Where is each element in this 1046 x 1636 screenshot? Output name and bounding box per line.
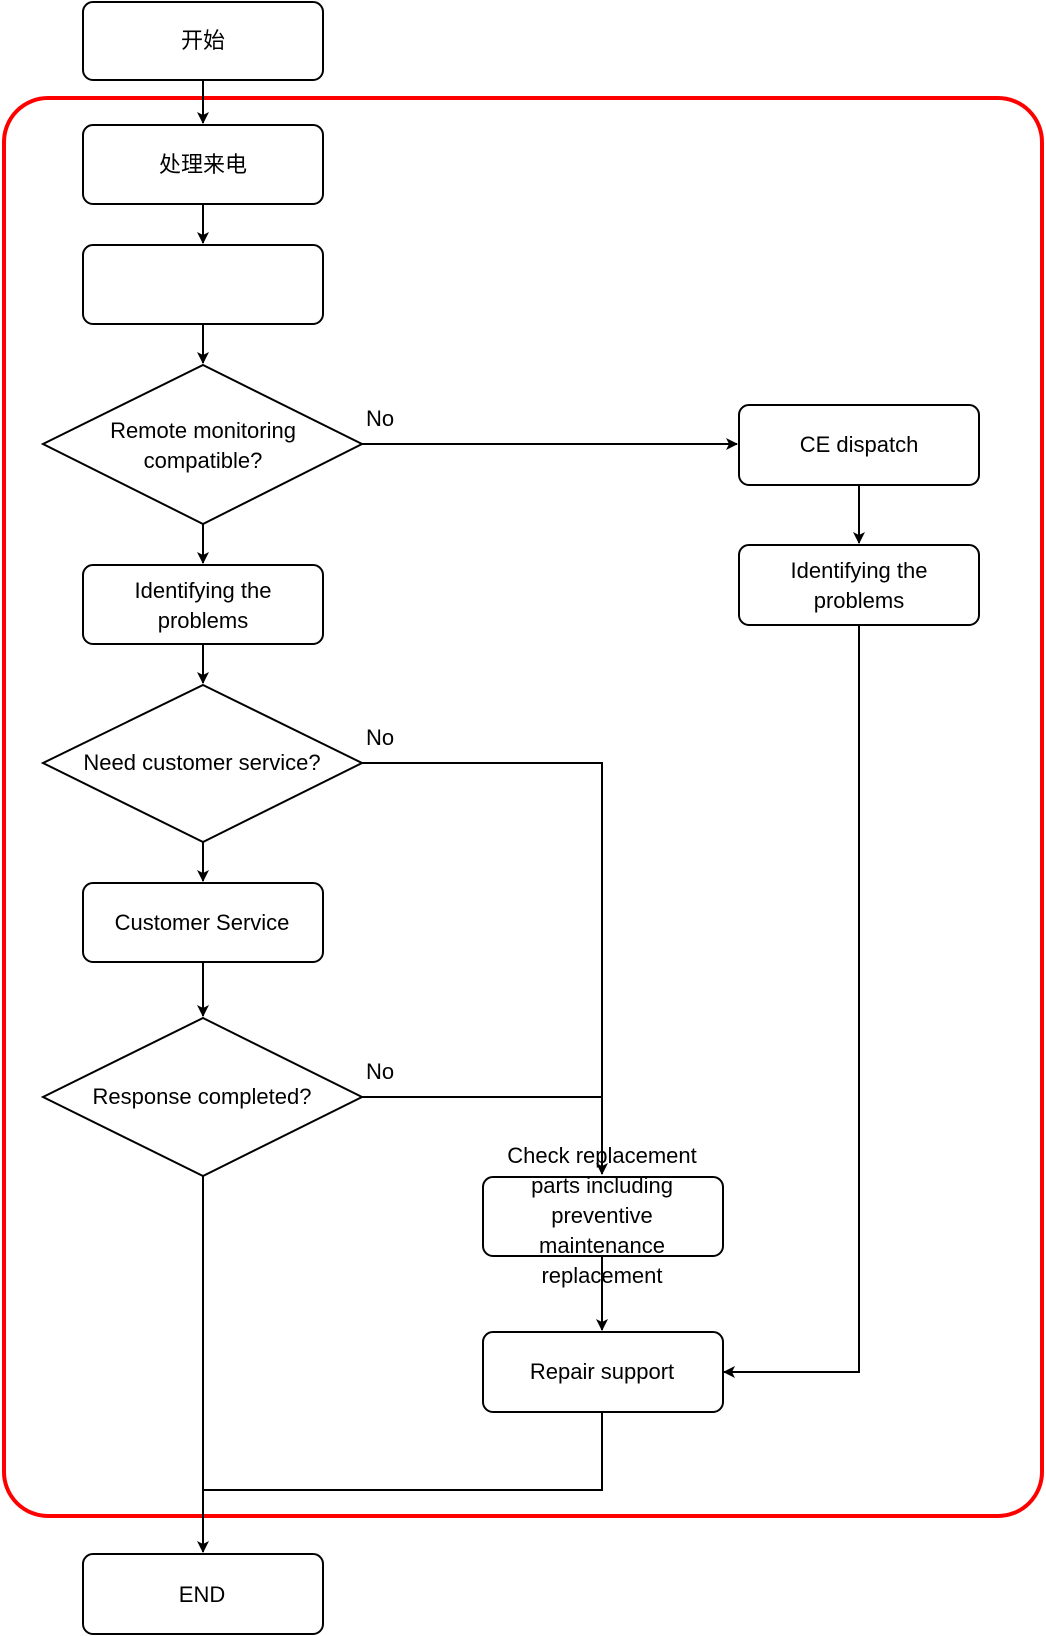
node-check-replacement-line-3: preventive [551,1203,653,1228]
node-identify-left-line-2: problems [158,608,248,633]
node-check-replacement: Check replacement parts including preven… [482,1143,724,1288]
node-end: END [82,1553,324,1635]
node-customer-service: Customer Service [82,882,324,963]
node-blank [82,244,324,325]
node-repair-support: Repair support [482,1331,724,1413]
connectors [197,80,865,1553]
edge-label-no-service: No [366,725,394,750]
node-check-replacement-line-1: Check replacement [507,1143,697,1168]
edge-label-no-remote: No [366,406,394,431]
process-group-border [2,96,1044,1518]
decision-remote-monitoring: Remote monitoring compatible? [40,363,365,526]
node-check-replacement-line-2: parts including [531,1173,673,1198]
decision-remote-monitoring-line-1: Remote monitoring [110,418,296,443]
node-start-label: 开始 [181,28,225,53]
edge-identify-right-to-repair [723,625,860,1378]
node-handle-call-label: 处理来电 [159,152,247,177]
edge-label-no-response: No [366,1059,394,1084]
node-identify-left-line-1: Identifying the [135,578,272,603]
edge-need-no-to-check [362,762,608,1175]
node-customer-service-label: Customer Service [115,910,290,935]
decision-response-completed: Response completed? [40,1016,365,1178]
decision-need-service-label: Need customer service? [83,750,320,775]
node-identify-right-line-2: problems [814,588,904,613]
decision-response-completed-label: Response completed? [93,1084,312,1109]
node-identify-right-line-1: Identifying the [791,558,928,583]
decision-need-service: Need customer service? [40,683,365,844]
decision-remote-monitoring-line-2: compatible? [144,448,263,473]
node-check-replacement-line-5: replacement [541,1263,662,1288]
node-ce-dispatch-label: CE dispatch [800,432,919,457]
node-identify-left: Identifying the problems [82,564,324,645]
node-repair-support-label: Repair support [530,1359,674,1384]
node-start: 开始 [82,1,324,81]
node-end-label: END [179,1582,225,1607]
node-handle-call: 处理来电 [82,124,324,205]
node-identify-right: Identifying the problems [738,544,980,626]
node-check-replacement-line-4: maintenance [539,1233,665,1258]
edge-repair-to-end-join [203,1412,603,1491]
node-ce-dispatch: CE dispatch [738,404,980,486]
